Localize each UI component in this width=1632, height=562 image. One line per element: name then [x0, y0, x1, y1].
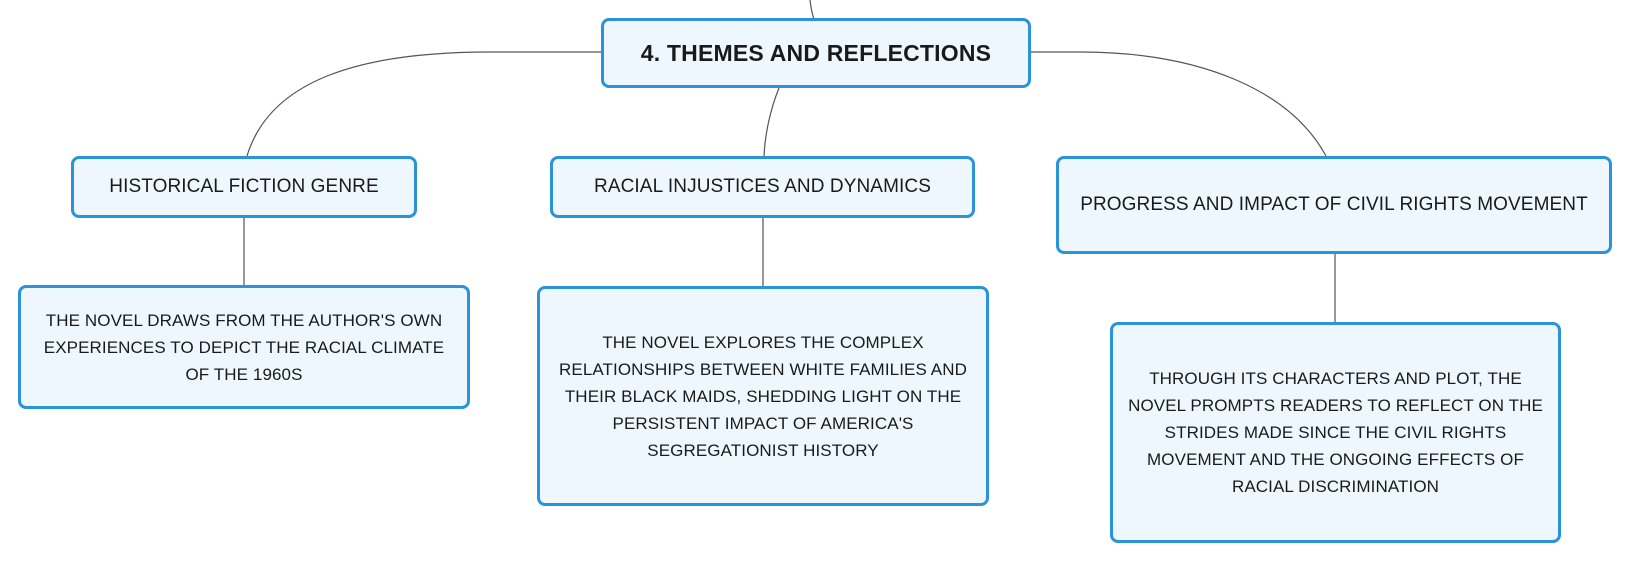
detail-node-historical-fiction[interactable]: THE NOVEL DRAWS FROM THE AUTHOR'S OWN EX…: [18, 285, 470, 409]
central-node[interactable]: 4. THEMES AND REFLECTIONS: [601, 18, 1031, 88]
connector-central-to-racial: [763, 87, 780, 157]
topic-node-racial-injustices[interactable]: RACIAL INJUSTICES AND DYNAMICS: [550, 156, 975, 218]
topic-node-historical-fiction[interactable]: HISTORICAL FICTION GENRE: [71, 156, 417, 218]
detail-text-civil-rights-progress: THROUGH ITS CHARACTERS AND PLOT, THE NOV…: [1128, 369, 1543, 496]
detail-node-civil-rights-progress[interactable]: THROUGH ITS CHARACTERS AND PLOT, THE NOV…: [1110, 322, 1561, 543]
detail-text-historical-fiction: THE NOVEL DRAWS FROM THE AUTHOR'S OWN EX…: [43, 310, 445, 384]
topic-label-racial-injustices: RACIAL INJUSTICES AND DYNAMICS: [594, 176, 931, 197]
detail-text-racial-injustices: THE NOVEL EXPLORES THE COMPLEX RELATIONS…: [559, 332, 967, 460]
detail-node-racial-injustices[interactable]: THE NOVEL EXPLORES THE COMPLEX RELATIONS…: [537, 286, 989, 506]
topic-label-civil-rights-progress: PROGRESS AND IMPACT OF CIVIL RIGHTS MOVE…: [1080, 194, 1588, 215]
topic-label-historical-fiction: HISTORICAL FICTION GENRE: [109, 176, 379, 197]
connector-parent-to-central: [809, 0, 815, 20]
central-node-label: 4. THEMES AND REFLECTIONS: [640, 39, 992, 66]
topic-node-civil-rights-progress[interactable]: PROGRESS AND IMPACT OF CIVIL RIGHTS MOVE…: [1056, 156, 1612, 254]
connector-central-to-historical: [246, 51, 601, 157]
connector-central-to-progress: [1031, 51, 1327, 157]
